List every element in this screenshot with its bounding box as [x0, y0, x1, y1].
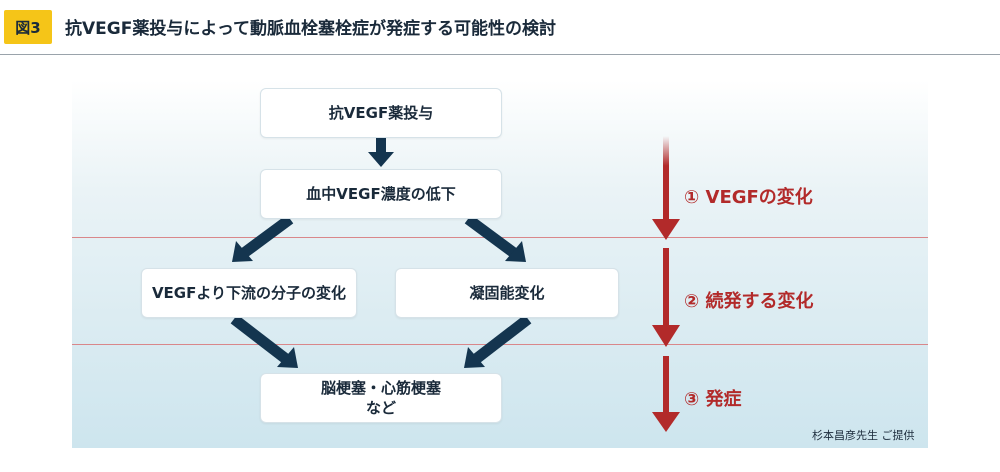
figure-title: 抗VEGF薬投与によって動脈血栓塞栓症が発症する可能性の検討 [65, 19, 556, 39]
stage3-arrow [652, 356, 680, 432]
figure-header: 図3 抗VEGF薬投与によって動脈血栓塞栓症が発症する可能性の検討 [0, 0, 1000, 56]
image-credit: 杉本昌彦先生 ご提供 [812, 429, 915, 442]
stage1-arrow [652, 136, 680, 240]
arrow-decrease-to-downstream [232, 214, 294, 262]
stage2-label: ② 続発する変化 [684, 291, 814, 312]
box-anti-vegf-drug: 抗VEGF薬投与 [260, 88, 502, 138]
box-outcome-line2: など [365, 399, 396, 417]
arrow-coagulation-to-outcome [464, 314, 532, 368]
diagram-panel: 抗VEGF薬投与 血中VEGF濃度の低下 VEGFより下流の分子の変化 凝固能変… [72, 80, 928, 448]
box-coagulation-change-label: 凝固能変化 [469, 284, 545, 302]
box-vegf-decrease-label: 血中VEGF濃度の低下 [306, 185, 456, 203]
stage3-label: ③ 発症 [684, 389, 742, 410]
box-outcome-line1: 脳梗塞・心筋梗塞 [320, 379, 441, 397]
box-downstream-change-label: VEGFより下流の分子の変化 [151, 284, 347, 302]
box-outcome: 脳梗塞・心筋梗塞 など [260, 373, 502, 423]
arrow-decrease-to-coagulation [464, 214, 526, 262]
box-coagulation-change: 凝固能変化 [395, 268, 619, 318]
header-divider [0, 54, 1000, 55]
arrow-downstream-to-outcome [230, 314, 298, 368]
arrow-drug-to-decrease [368, 137, 394, 167]
flow-arrows [230, 136, 680, 432]
figure-badge: 図3 [4, 10, 52, 44]
stage2-arrow [652, 248, 680, 347]
box-anti-vegf-drug-label: 抗VEGF薬投与 [328, 104, 434, 122]
stage1-label: ① VEGFの変化 [684, 187, 813, 208]
box-vegf-decrease: 血中VEGF濃度の低下 [260, 169, 502, 219]
box-downstream-change: VEGFより下流の分子の変化 [141, 268, 357, 318]
